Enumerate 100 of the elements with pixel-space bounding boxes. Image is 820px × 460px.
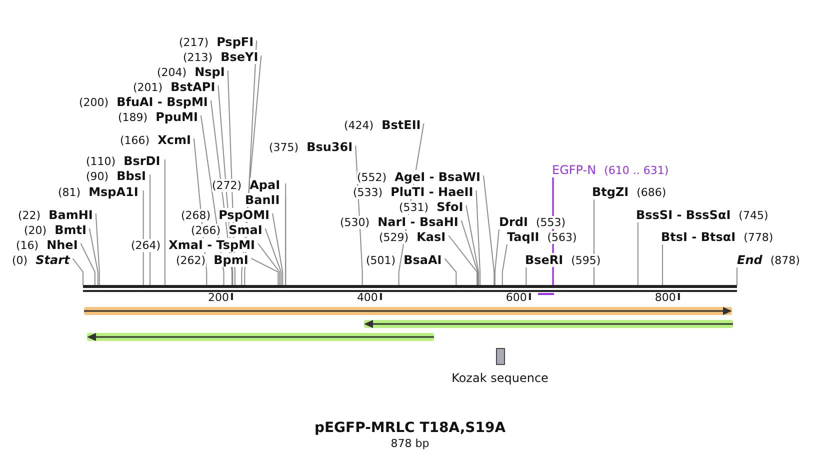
position-label: (266) [191, 224, 221, 236]
position-label: (262) [176, 254, 206, 266]
position-label: (268) [181, 208, 211, 222]
position-label: (81) [58, 186, 81, 198]
position-label: (110) [86, 154, 116, 168]
position-label: (166) [120, 134, 150, 146]
site-name: ApaI [250, 178, 280, 192]
position-label: (553) [536, 216, 566, 228]
site-name: DrdI [499, 214, 528, 228]
tick-label: 400 [356, 291, 378, 304]
site-name: PspOMI [218, 208, 270, 222]
site-name: NarI - BsaHI [378, 214, 458, 228]
position-label: (201) [133, 80, 163, 94]
position-label: (16) [16, 238, 39, 252]
leader-line [250, 258, 279, 286]
position-label: (533) [353, 186, 383, 198]
leader-line [662, 244, 664, 286]
leader-line [142, 190, 144, 286]
site-name: SfoI [436, 200, 464, 214]
leader-line [80, 243, 96, 286]
leader-line [444, 258, 457, 286]
position-label: (213) [183, 50, 213, 64]
site-name: BssSI - BssSαI [636, 208, 731, 222]
tick-label: 800 [654, 291, 676, 304]
site-name: KasI [416, 230, 446, 244]
site-name: BbsI [116, 168, 146, 182]
site-name: Start [36, 252, 70, 266]
site-name: XcmI [158, 132, 191, 146]
position-label: (595) [571, 254, 601, 266]
site-name: BpmI [214, 252, 248, 266]
site-name: BamHI [48, 208, 93, 222]
position-label: (0) [12, 254, 28, 266]
leader-line [95, 213, 100, 286]
sequence-bar [83, 285, 737, 292]
site-name: BstEII [382, 118, 421, 132]
position-label: (778) [744, 230, 774, 244]
position-label: (424) [344, 118, 374, 132]
leader-line [593, 199, 594, 286]
leader-line [448, 235, 478, 286]
leader-line [483, 175, 495, 286]
position-label: (375) [269, 140, 299, 154]
site-name: XmaI - TspMI [168, 238, 255, 252]
site-name: BsaAI [404, 252, 442, 266]
leader-line [272, 213, 284, 286]
position-label: (90) [86, 170, 109, 182]
leader-line [637, 222, 638, 286]
site-name: AgeI - BsaWI [394, 170, 480, 184]
site-name: PluTI - HaeII [390, 184, 474, 198]
site-name: BseRI [525, 252, 564, 266]
position-label: (217) [179, 36, 209, 48]
leader-line [476, 190, 481, 286]
position-label: (686) [636, 186, 666, 198]
position-label: (610 .. 631) [604, 164, 669, 176]
leader-line [502, 244, 508, 286]
position-label: (531) [399, 200, 429, 214]
leader-line [466, 205, 480, 286]
position-label: (745) [738, 208, 768, 222]
site-name: BmtI [54, 222, 86, 236]
site-name: End [737, 252, 762, 266]
position-label: (501) [366, 254, 396, 266]
position-label: (200) [79, 96, 109, 108]
site-name: SmaI [228, 222, 262, 236]
position-label: (204) [157, 66, 187, 78]
leader-line [460, 220, 478, 286]
site-name: BfuAI - BspMI [116, 94, 208, 108]
leader-line [526, 267, 527, 286]
site-name: BseYI [220, 50, 258, 64]
site-name: BtsI - BtsαI [661, 230, 736, 244]
position-label: (563) [547, 230, 577, 244]
position-label: (22) [18, 208, 41, 222]
tick-label: 600 [506, 291, 527, 304]
leader-line [150, 174, 151, 286]
primer-name: EGFP-N [552, 162, 596, 176]
feature-label: Kozak sequence [452, 371, 548, 385]
leader-line [264, 228, 282, 286]
site-name: BstAPI [170, 80, 216, 94]
leader-line [88, 228, 98, 286]
position-label: (272) [212, 178, 242, 192]
site-name: BanII [245, 192, 280, 206]
leader-line [736, 267, 738, 286]
position-label: (552) [357, 170, 387, 184]
position-label: (264) [131, 238, 161, 252]
position-label: (878) [770, 254, 800, 266]
site-name: PpuMI [156, 110, 198, 124]
site-name: PspFI [216, 34, 254, 48]
site-name: BsrDI [124, 154, 160, 168]
site-name: BtgZI [592, 184, 629, 198]
site-name: NspI [194, 64, 225, 78]
leader-line [257, 243, 280, 286]
position-label: (529) [379, 230, 409, 244]
site-name: MspA1I [88, 184, 138, 198]
leader-line [494, 229, 500, 286]
site-name: Bsu36I [306, 140, 353, 154]
leader-line [72, 258, 84, 286]
tick-label: 200 [208, 291, 229, 304]
leader-line [164, 159, 166, 286]
map-title: pEGFP-MRLC T18A,S19A [313, 420, 507, 436]
position-label: (20) [24, 224, 47, 236]
site-name: NheI [46, 238, 78, 252]
position-label: (189) [118, 110, 148, 124]
